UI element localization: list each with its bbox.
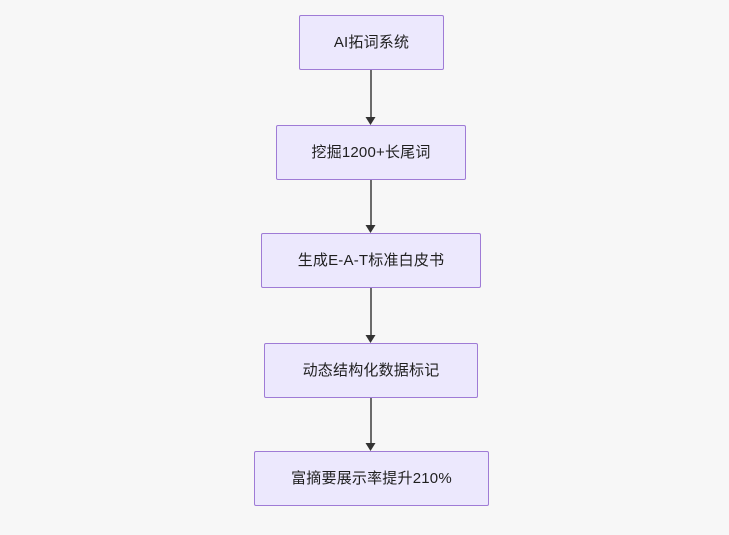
edge-line [370,70,372,118]
flow-node-ai-keyword-system[interactable]: AI拓词系统 [299,15,444,70]
edge-line [370,398,372,444]
arrowhead-icon [365,335,376,343]
flow-node-generate-eat-whitepaper[interactable]: 生成E-A-T标准白皮书 [261,233,481,288]
flow-node-mine-longtail-keywords[interactable]: 挖掘1200+长尾词 [276,125,466,180]
flow-node-rich-snippet-rate-increase[interactable]: 富摘要展示率提升210% [254,451,489,506]
flow-node-dynamic-structured-data-markup[interactable]: 动态结构化数据标记 [264,343,478,398]
flow-node-label: 富摘要展示率提升210% [291,469,452,487]
flow-node-label: 动态结构化数据标记 [302,361,440,379]
flow-node-label: 挖掘1200+长尾词 [311,143,431,161]
edge-line [370,180,372,226]
flow-node-label: 生成E-A-T标准白皮书 [297,251,445,269]
arrowhead-icon [365,117,376,125]
arrowhead-icon [365,225,376,233]
arrowhead-icon [365,443,376,451]
edge-line [370,288,372,336]
flow-node-label: AI拓词系统 [333,33,410,51]
